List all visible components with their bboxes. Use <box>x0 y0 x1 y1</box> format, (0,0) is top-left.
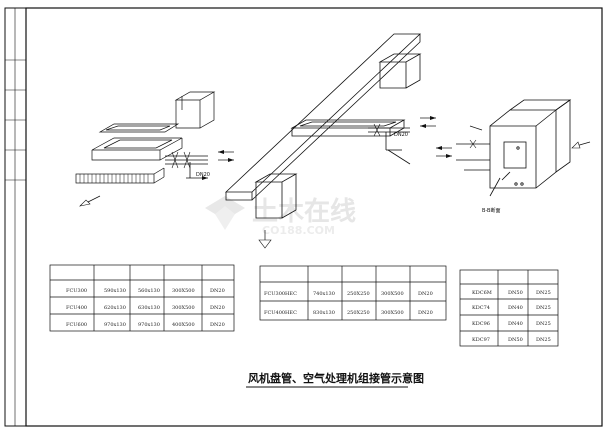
table-left-cell: 970x130 <box>138 322 160 328</box>
table-left-cell: FCU600 <box>66 322 87 328</box>
table-right-cell: DN40 <box>508 321 523 327</box>
arrow-in-right <box>436 146 442 150</box>
table-left-cell: 560x130 <box>138 288 160 294</box>
arrow-out-right <box>446 154 452 158</box>
table-mid-cell: DN20 <box>418 310 433 316</box>
table-left-cell: 300X500 <box>172 288 195 294</box>
table-mid-cell: 300X500 <box>381 310 404 316</box>
section-note: B-B断面 <box>482 207 501 214</box>
watermark-main: 土木在线 <box>252 197 356 227</box>
ahu-duct-center <box>224 33 422 219</box>
fan-coil-left <box>75 91 216 184</box>
arrow-air-right <box>571 141 581 149</box>
watermark: 土木在线 CO188.COM <box>205 196 356 237</box>
table-left-cell: 400X500 <box>172 322 195 328</box>
table-right-cell: DN50 <box>508 337 523 343</box>
table-right-cell: KDC6M <box>472 290 492 296</box>
table-right-cell: DN25 <box>536 305 551 311</box>
table-left-cell: 620x130 <box>104 305 126 311</box>
grille-hatch-left <box>79 174 149 183</box>
arrow-in-left <box>218 150 224 154</box>
table-right-cell: DN25 <box>536 290 551 296</box>
arrow-air-left <box>79 199 91 207</box>
table-left-cell: 970x130 <box>104 322 126 328</box>
table-mid-cell: 830x130 <box>313 310 335 316</box>
table-right-cell: KDC74 <box>472 305 490 311</box>
pipes-center <box>368 123 411 165</box>
table-left-cell: 630x130 <box>138 305 160 311</box>
watermark-sub: CO188.COM <box>262 224 335 237</box>
table-left <box>49 264 235 332</box>
table-left-cell: 590x130 <box>104 288 126 294</box>
table-right <box>459 269 559 347</box>
table-mid-cell: 300X500 <box>381 291 404 297</box>
flow-arrows-right <box>436 125 591 157</box>
table-right-cell: DN40 <box>508 305 523 311</box>
drawing-title: 风机盘管、空气处理机组接管示意图 <box>248 371 424 385</box>
arrow-air-center <box>258 239 272 249</box>
table-right-cell: KDC96 <box>472 321 490 327</box>
arrow-out-center <box>430 116 436 120</box>
table-right-cell: KDC97 <box>472 337 490 343</box>
table-right-cell: DN50 <box>508 290 523 296</box>
table-left-cell: 300X500 <box>172 305 195 311</box>
dn20-label-mid: DN20 <box>394 132 408 138</box>
pipes-right <box>456 139 511 197</box>
side-strip <box>5 8 26 426</box>
inner-frame <box>25 7 603 427</box>
table-left-cell: FCU300 <box>66 288 87 294</box>
table-mid-cell: 250X250 <box>347 291 370 297</box>
table-left-cell: DN20 <box>210 322 225 328</box>
table-mid-cell: 250X250 <box>347 310 370 316</box>
table-left-cell: DN20 <box>210 288 225 294</box>
table-mid-cell: FCU300HEC <box>264 291 297 297</box>
table-mid-cell: 740x130 <box>313 291 335 297</box>
table-mid-cell: FCU400HEC <box>264 310 297 316</box>
arrow-left-drain <box>202 176 208 180</box>
arrow-in-center <box>420 124 426 128</box>
table-mid-cell: DN20 <box>418 291 433 297</box>
table-left-cell: DN20 <box>210 305 225 311</box>
ahu-unit-right <box>489 99 572 189</box>
table-right-cell: DN25 <box>536 337 551 343</box>
arrow-out-left <box>228 158 234 162</box>
table-left-cell: FCU400 <box>66 305 87 311</box>
table-mid <box>259 265 447 321</box>
table-right-cell: DN25 <box>536 321 551 327</box>
dn20-label-left: DN20 <box>196 172 210 178</box>
